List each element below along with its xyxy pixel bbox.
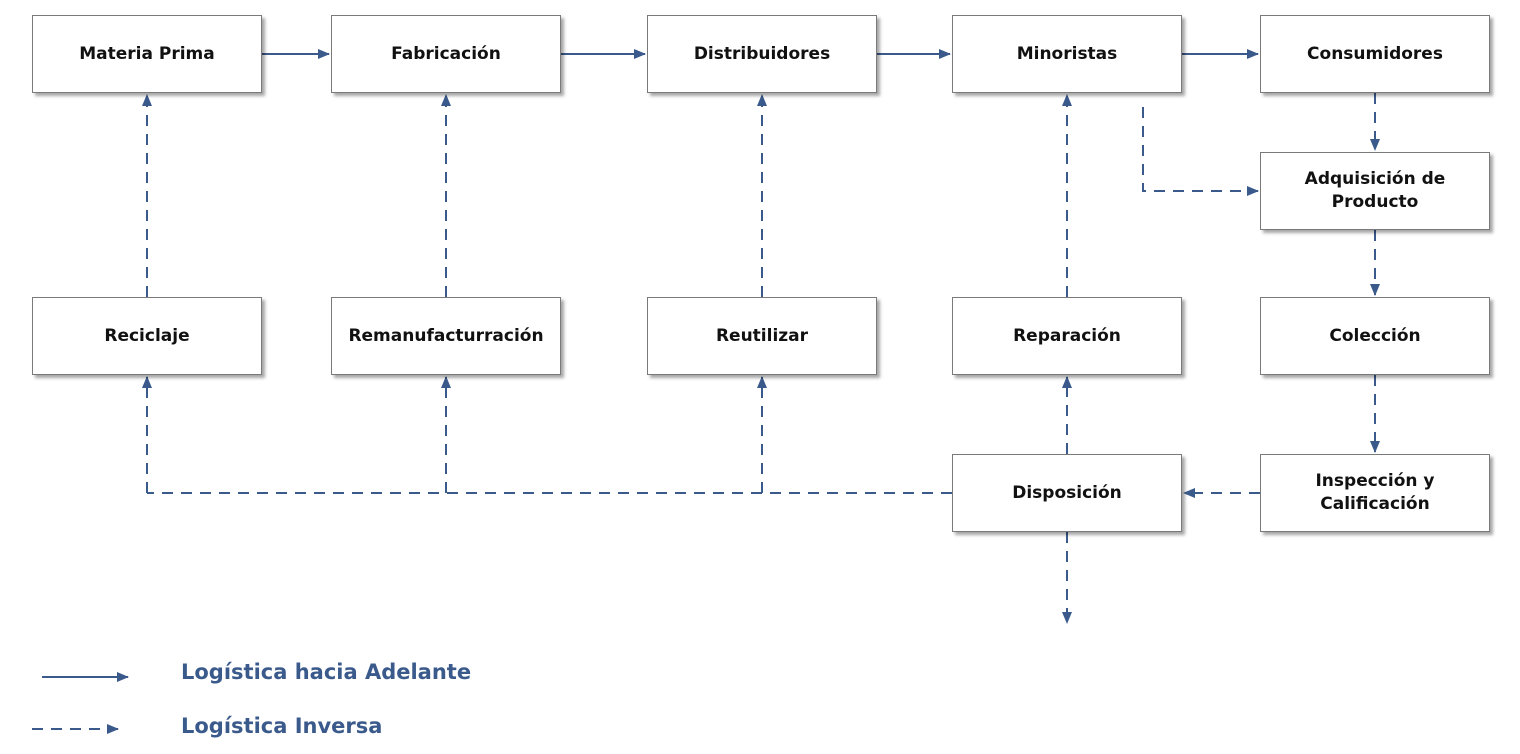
- node-remanufacturracion-label: Remanufacturración: [348, 325, 544, 346]
- node-fabricacion-label: Fabricación: [391, 43, 501, 64]
- node-distribuidores-label: Distribuidores: [693, 43, 831, 64]
- node-coleccion: Colección: [1260, 297, 1490, 375]
- legend-forward-label: Logística hacia Adelante: [181, 660, 472, 684]
- node-disposicion-label: Disposición: [1012, 482, 1122, 503]
- node-inspeccion-label: Inspección y Calificación: [1315, 471, 1435, 514]
- node-consumidores-label: Consumidores: [1307, 43, 1443, 64]
- node-reutilizar: Reutilizar: [647, 297, 877, 375]
- node-minoristas: Minoristas: [952, 15, 1182, 93]
- node-inspeccion-y-calificacion: Inspección y Calificación: [1260, 454, 1490, 532]
- node-adquisicion-de-producto: Adquisición de Producto: [1260, 152, 1490, 230]
- node-coleccion-label: Colección: [1329, 325, 1421, 346]
- node-adquisicion-label: Adquisición de Producto: [1304, 169, 1446, 212]
- node-reutilizar-label: Reutilizar: [715, 325, 809, 346]
- edge-minoristas-to-adquisicion: [1142, 107, 1259, 196]
- node-reciclaje: Reciclaje: [32, 297, 262, 375]
- node-reciclaje-label: Reciclaje: [104, 325, 190, 346]
- node-fabricacion: Fabricación: [331, 15, 561, 93]
- node-reparacion: Reparación: [952, 297, 1182, 375]
- node-remanufacturracion: Remanufacturración: [331, 297, 561, 375]
- node-materia-prima: Materia Prima: [32, 15, 262, 93]
- node-reparacion-label: Reparación: [1013, 325, 1121, 346]
- legend-reverse-label: Logística Inversa: [181, 714, 383, 738]
- node-materia-prima-label: Materia Prima: [79, 43, 215, 64]
- node-disposicion: Disposición: [952, 454, 1182, 532]
- node-distribuidores: Distribuidores: [647, 15, 877, 93]
- node-minoristas-label: Minoristas: [1016, 43, 1118, 64]
- node-consumidores: Consumidores: [1260, 15, 1490, 93]
